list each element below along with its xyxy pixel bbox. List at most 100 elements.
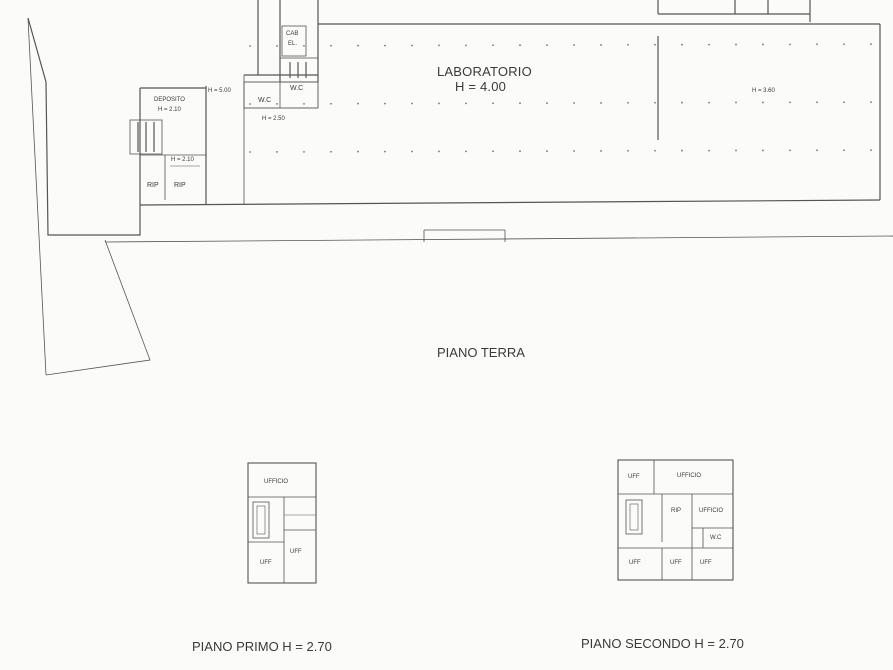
grid-dot [492, 102, 494, 105]
second-uff-bl-label: UFF [629, 560, 641, 566]
laboratorio-label: LABORATORIO [437, 64, 532, 79]
second-floor-walls [617, 459, 734, 581]
second-ufficio-top-label: UFFICIO [677, 473, 701, 479]
second-uff-top-label: UFF [628, 474, 640, 480]
first-ufficio-label: UFFICIO [264, 479, 288, 485]
grid-dot [438, 44, 440, 47]
ground-floor-walls [27, 0, 893, 376]
grid-dot [492, 44, 494, 47]
grid-dot [600, 150, 602, 152]
grid-dot [789, 149, 791, 152]
grid-dot [870, 149, 872, 152]
wc-lower-label: W.C [258, 97, 272, 104]
grid-dot [762, 101, 764, 104]
grid-dot [465, 102, 467, 105]
grid-dot [384, 150, 386, 153]
grid-dot [843, 43, 845, 46]
rip-left-label: RIP [147, 182, 159, 189]
grid-dot [303, 102, 305, 105]
grid-dot [276, 151, 278, 153]
grid-dot [411, 44, 413, 47]
grid-dot [573, 102, 575, 104]
grid-dot [249, 45, 251, 47]
grid-dot [843, 149, 845, 152]
grid-dot [492, 150, 494, 153]
second-uff-bm-label: UFF [670, 560, 682, 566]
grid-dot [303, 44, 305, 47]
grid-dot [870, 101, 872, 104]
grid-dot [330, 102, 332, 105]
grid-dot [816, 43, 818, 46]
grid-dot [816, 149, 818, 152]
grid-dot [438, 150, 440, 153]
grid-dot [411, 102, 413, 105]
grid-dot [249, 103, 251, 105]
grid-dot [627, 101, 629, 104]
grid-dot [357, 102, 359, 105]
first-floor-title: PIANO PRIMO H = 2.70 [192, 639, 332, 654]
grid-dot [870, 43, 872, 46]
grid-dot [627, 43, 629, 46]
grid-dot [789, 101, 791, 104]
grid-dot [708, 101, 710, 104]
grid-dot [330, 150, 332, 153]
grid-dot [303, 150, 305, 153]
grid-dot [762, 43, 764, 46]
grid-dot [357, 44, 359, 47]
grid-dot [357, 150, 359, 153]
deposito-label: DEPOSITO [154, 97, 185, 103]
grid-dot [708, 149, 710, 152]
laboratorio-height: H = 4.00 [455, 79, 507, 94]
grid-dot [573, 150, 575, 152]
grid-dot [465, 150, 467, 153]
grid-dot [654, 149, 656, 152]
deposito-height: H = 2.10 [158, 107, 181, 113]
wc-upper-label: W.C [290, 85, 304, 92]
second-wc-label: W.C [710, 535, 722, 541]
cab-el-label-1: CAB [286, 31, 299, 37]
grid-dot [330, 44, 332, 47]
grid-dot [546, 102, 548, 105]
grid-dot [384, 102, 386, 105]
grid-dot [249, 151, 251, 153]
grid-dot [600, 44, 602, 46]
second-rip-label: RIP [671, 508, 682, 514]
rip-right-label: RIP [174, 182, 186, 189]
grid-dot [573, 44, 575, 46]
grid-dot [519, 44, 521, 47]
first-uff-left-label: UFF [260, 560, 272, 566]
grid-dot [735, 101, 737, 104]
grid-dot [654, 43, 656, 46]
grid-dot [681, 101, 683, 104]
grid-dot [762, 149, 764, 152]
grid-dot [438, 102, 440, 105]
second-ufficio-mid-label: UFFICIO [699, 508, 723, 514]
grid-dot [627, 149, 629, 152]
grid-dot [681, 149, 683, 152]
grid-dot [654, 101, 656, 104]
grid-dot [519, 102, 521, 105]
ground-floor-title: PIANO TERRA [437, 345, 525, 360]
height-500-label: H = 5.00 [208, 88, 231, 94]
grid-dot [519, 150, 521, 153]
cab-el-label-2: EL. [288, 41, 298, 47]
grid-dot [681, 43, 683, 46]
first-uff-right-label: UFF [290, 549, 302, 555]
grid-dot [465, 44, 467, 47]
grid-dot [789, 43, 791, 46]
grid-dot [411, 150, 413, 153]
grid-dot [708, 43, 710, 46]
right-area-height: H = 3.60 [752, 88, 775, 94]
grid-dot [816, 101, 818, 104]
grid-dot [384, 44, 386, 47]
second-uff-br-label: UFF [700, 560, 712, 566]
grid-dot [600, 102, 602, 104]
height-250-label: H = 2.50 [262, 116, 285, 122]
second-floor-title: PIANO SECONDO H = 2.70 [581, 636, 744, 651]
grid-dot [843, 101, 845, 104]
first-floor-walls [247, 462, 317, 584]
grid-dot [735, 43, 737, 46]
column-grid-dots [249, 43, 872, 153]
grid-dot [546, 150, 548, 153]
